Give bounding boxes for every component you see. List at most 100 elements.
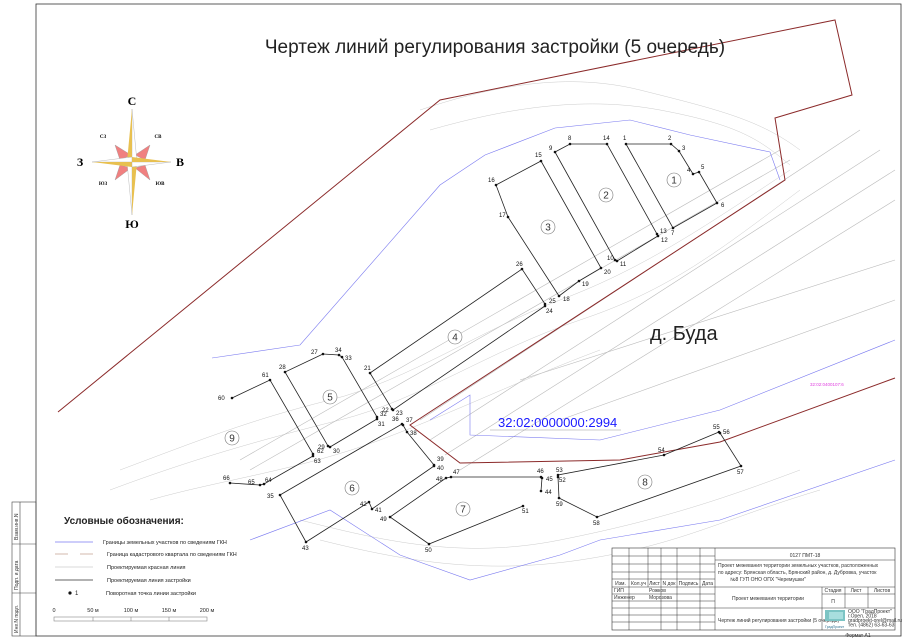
turning-point-label-24: 24 <box>546 309 553 315</box>
sheet-frame <box>35 3 902 637</box>
lot-circle-6 <box>344 480 360 496</box>
tb-header-change: Изм. <box>615 581 626 587</box>
turning-point-label-46: 46 <box>537 469 544 475</box>
tb-company-phone: тел. (4862) 63-63-63 <box>848 623 895 629</box>
turning-point-label-66: 66 <box>223 476 230 482</box>
turning-point-label-27: 27 <box>311 350 318 356</box>
turning-point-label-10: 10 <box>607 256 614 262</box>
turning-point-label-64: 64 <box>265 478 272 484</box>
turning-point-20 <box>599 266 603 270</box>
turning-point-31 <box>375 417 379 421</box>
title-block: Изм. Кол.уч Лист N док Подпись Дата ГИП … <box>611 547 902 639</box>
tb-name-gip: Рожков <box>649 588 666 594</box>
turning-point-label-15: 15 <box>535 153 542 159</box>
tb-stage-value: П <box>831 599 835 605</box>
tb-company-email: gradproekt-orel@mail.ru <box>848 618 902 624</box>
turning-point-27 <box>321 352 325 356</box>
compass-north-label: С <box>128 94 137 108</box>
scale-label-50: 50 м <box>87 608 99 614</box>
turning-point-8 <box>568 142 572 146</box>
tb-company-city: г.Орел, 2018 <box>848 614 877 620</box>
turning-point-label-51: 51 <box>522 509 529 515</box>
turning-point-17 <box>506 215 510 219</box>
tb-name-engineer: Морозова <box>649 595 672 601</box>
turning-point-42 <box>367 500 371 504</box>
turning-point-30 <box>328 445 332 449</box>
turning-point-61 <box>268 378 272 382</box>
turning-point-label-61: 61 <box>262 373 269 379</box>
turning-point-label-26: 26 <box>516 262 523 268</box>
tb-sheet-label: Лист <box>851 588 863 594</box>
turning-point-14 <box>605 142 609 146</box>
turning-point-62 <box>311 452 315 456</box>
turning-point-label-57: 57 <box>737 470 744 476</box>
scale-label-100: 100 м <box>124 608 139 614</box>
turning-point-57 <box>739 464 743 468</box>
tb-description-line3: №8 ГУП ОНО ОПХ "Черемушки" <box>730 577 806 583</box>
turning-point-label-5: 5 <box>701 165 705 171</box>
turning-point-label-29: 29 <box>318 445 325 451</box>
turning-point-15 <box>539 159 543 163</box>
logo-text: ГрадПроект <box>825 625 845 629</box>
turning-point-label-44: 44 <box>545 490 552 496</box>
legend-item-parcel-boundary: Границы земельных участков по сведениям … <box>103 540 227 546</box>
scale-label-150: 150 м <box>162 608 177 614</box>
stamp-replacement-inv: Взам.инв.N <box>14 513 20 540</box>
stamp-sign-date: Подп. и дата <box>14 560 20 590</box>
turning-point-48 <box>444 476 448 480</box>
tb-role-gip: ГИП <box>614 588 624 594</box>
turning-point-label-4: 4 <box>687 168 691 174</box>
turning-point-23 <box>391 408 395 412</box>
turning-point-51 <box>521 504 525 508</box>
turning-point-label-42: 42 <box>360 502 367 508</box>
lot-number-5: 5 <box>327 393 333 404</box>
turning-point-label-50: 50 <box>425 548 432 554</box>
turning-point-label-56: 56 <box>723 430 730 436</box>
terrain-contours <box>109 81 821 567</box>
lot-number-3: 3 <box>545 223 551 234</box>
turning-point-3 <box>677 149 681 153</box>
turning-point-1 <box>624 142 628 146</box>
turning-point-41 <box>370 507 374 511</box>
turning-point-label-28: 28 <box>279 365 286 371</box>
compass-se-label: ЮВ <box>156 182 166 187</box>
cadastral-number-small: 32:02:0400107:6 <box>810 382 844 387</box>
turning-point-49 <box>388 515 392 519</box>
turning-point-label-7: 7 <box>671 231 675 237</box>
lot-number-4: 4 <box>452 333 458 344</box>
turning-point-60 <box>230 396 234 400</box>
legend-item-turning-point: Поворотная точка линии застройки <box>106 590 196 597</box>
turning-point-label-52: 52 <box>559 478 566 484</box>
turning-point-label-48: 48 <box>436 477 443 483</box>
turning-point-label-47: 47 <box>453 470 460 476</box>
turning-point-label-40: 40 <box>437 466 444 472</box>
turning-point-2 <box>669 142 673 146</box>
turning-point-64 <box>262 482 266 486</box>
turning-point-label-13: 13 <box>660 229 667 235</box>
lot-circle-1 <box>666 172 682 188</box>
company-logo: ГрадПроект <box>825 610 845 629</box>
scale-label-0: 0 <box>52 608 55 614</box>
turning-point-4 <box>691 172 695 176</box>
turning-point-63 <box>311 454 315 458</box>
turning-point-label-8: 8 <box>568 136 572 142</box>
lot-number-7: 7 <box>460 505 466 516</box>
lot-circle-5 <box>322 389 338 405</box>
turning-point-5 <box>697 170 701 174</box>
turning-point-label-41: 41 <box>375 508 382 514</box>
turning-point-12 <box>656 234 660 238</box>
turning-point-37 <box>401 423 405 427</box>
turning-point-label-16: 16 <box>488 178 495 184</box>
turning-point-label-54: 54 <box>658 448 665 454</box>
turning-point-label-39: 39 <box>437 457 444 463</box>
compass-ne-label: СВ <box>155 135 163 140</box>
turning-point-label-38: 38 <box>410 431 417 437</box>
turning-point-16 <box>494 183 498 187</box>
legend-item-red-line: Проектируемая красная линия <box>107 565 186 571</box>
lot-circle-9 <box>224 430 240 446</box>
compass-rose: С Ю З В СЗ СВ ЮЗ ЮВ <box>77 94 184 231</box>
legend-point-marker: 1 <box>75 591 79 597</box>
turning-point-label-63: 63 <box>314 459 321 465</box>
turning-point-label-62: 62 <box>317 449 324 455</box>
